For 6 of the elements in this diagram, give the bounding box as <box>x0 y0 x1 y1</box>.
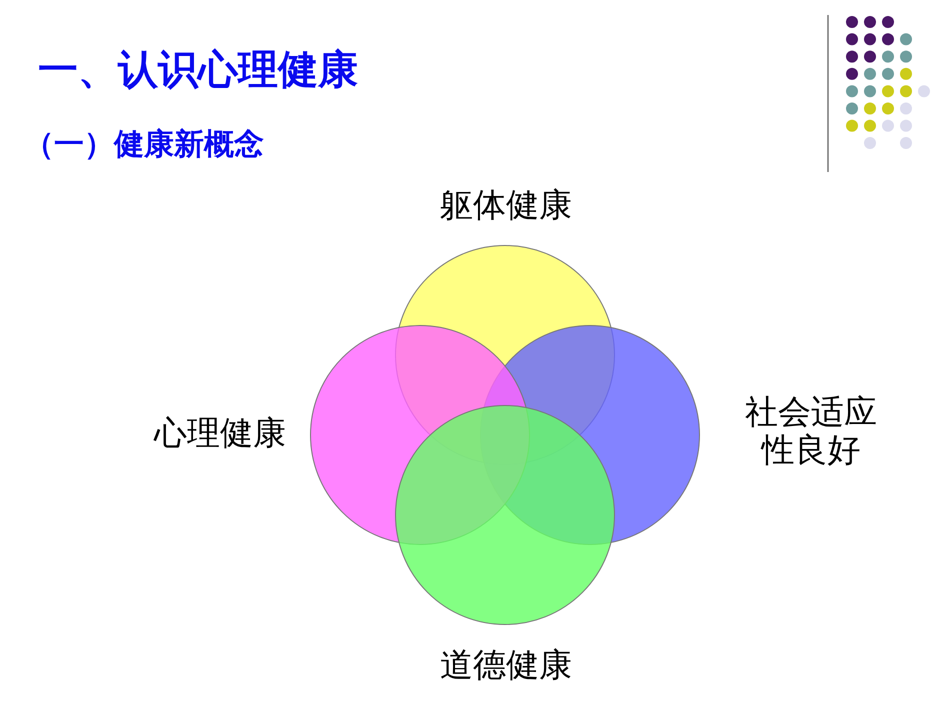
title: 一、认识心理健康 <box>38 50 358 90</box>
circle-label: 社会适应性良好 <box>744 393 878 469</box>
circle-label: 道德健康 <box>439 646 573 684</box>
subtitle: （一）健康新概念 <box>24 130 264 160</box>
circle-label: 躯体健康 <box>439 186 573 224</box>
circle-label: 心理健康 <box>152 414 286 452</box>
